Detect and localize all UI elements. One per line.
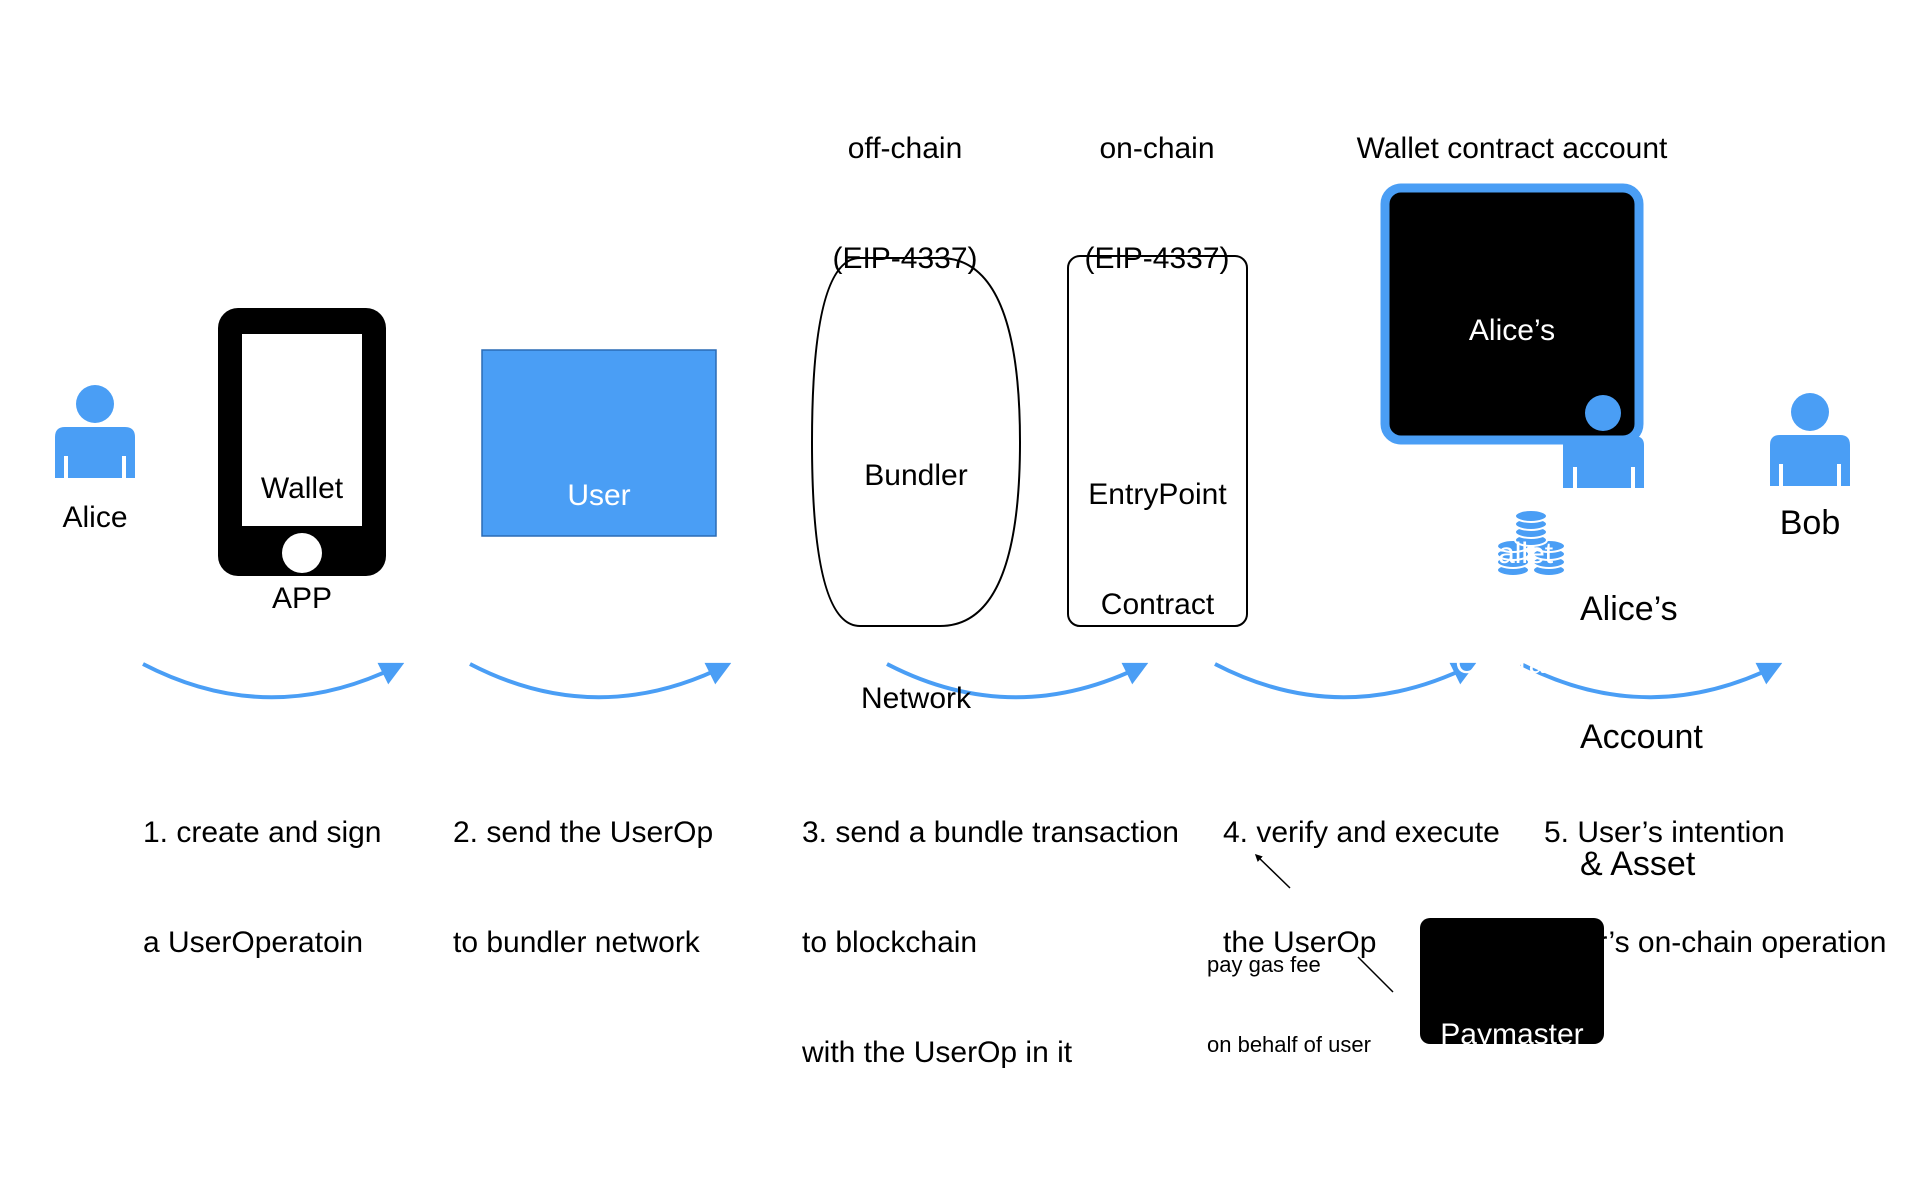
offchain-header: off-chain (EIP-4337) <box>790 58 1020 314</box>
entrypoint-label: EntryPoint Contract <box>1068 404 1247 660</box>
step-1-line2: a UserOperatoin <box>143 925 364 959</box>
paymaster-line1: Paymaster <box>1440 1018 1584 1052</box>
user-operation-line2: Operation <box>533 588 665 622</box>
paymaster-contract-box <box>1420 918 1604 1044</box>
wallet-contract-line3: Wallet <box>1470 537 1554 571</box>
wallet-account-header-line1: Wallet contract account <box>1356 132 1668 166</box>
step-4-line2: the UserOp <box>1223 925 1377 959</box>
step-3-line3: with the UserOp in it <box>802 1035 1073 1069</box>
step-5-label: 5. User’s intention User’s on-chain oper… <box>1544 742 1886 998</box>
bundler-network-shape <box>810 257 1022 627</box>
entrypoint-contract-box <box>1067 255 1248 627</box>
step-4-arrow-icon <box>1214 662 1477 700</box>
paymaster-contract-label: Paymaster Contract <box>1420 944 1604 1200</box>
bundler-line3: Network <box>860 682 972 716</box>
step-4-label: 4. verify and execute the UserOp <box>1223 742 1500 998</box>
bundler-line2 <box>812 568 1020 608</box>
wallet-account-header-line2: (EIP-4337) <box>1439 241 1585 275</box>
coins-icon <box>1496 509 1566 577</box>
user-operation-label: User Operation <box>482 405 716 661</box>
bob-label: Bob <box>1779 504 1841 542</box>
onchain-header-line1: on-chain <box>1099 132 1215 166</box>
onchain-header-line2: (EIP-4337) <box>1084 241 1230 275</box>
step-3-line2: to blockchain <box>802 925 978 959</box>
step-2-line1: 2. send the UserOp <box>453 816 714 850</box>
alice-person-icon <box>55 385 135 478</box>
user-operation-line1: User <box>567 479 631 513</box>
entrypoint-line2: Contract <box>1100 587 1215 621</box>
account-person-icon <box>1563 436 1644 488</box>
onchain-header: on-chain (EIP-4337) <box>1052 58 1262 314</box>
wallet-contract-line4: Contract <box>1455 646 1569 680</box>
wallet-contract-box <box>1380 183 1644 445</box>
wallet-account-header: Wallet contract account (EIP-4337) <box>1320 58 1704 314</box>
eip4337-flow-diagram: off-chain (EIP-4337) on-chain (EIP-4337)… <box>55 58 1887 1069</box>
step-5-line1: 5. User’s intention <box>1544 816 1785 850</box>
paymaster-pointer-line <box>1357 956 1394 993</box>
wallet-contract-line1: Alice’s <box>1468 314 1556 348</box>
phone-icon <box>218 308 386 576</box>
step-1-label: 1. create and sign a UserOperatoin <box>143 742 382 998</box>
wallet-contract-line2 <box>1385 423 1639 463</box>
step-3-arrow-icon <box>886 662 1149 700</box>
wallet-contract-label: Alice’s Wallet Contract <box>1385 240 1639 719</box>
step-4-line1: 4. verify and execute <box>1223 816 1500 850</box>
step-3-line1: 3. send a bundle transaction <box>802 816 1179 850</box>
paymaster-note: pay gas fee on behalf of user <box>1207 898 1371 1086</box>
step-2-arrow-icon <box>469 662 732 700</box>
paymaster-note-line1: pay gas fee <box>1207 951 1321 977</box>
offchain-header-line2: (EIP-4337) <box>832 241 978 275</box>
step-3-label: 3. send a bundle transaction to blockcha… <box>802 742 1179 1108</box>
paymaster-note-line2: on behalf of user <box>1207 1032 1371 1058</box>
step-5-line2: User’s on-chain operation <box>1544 925 1887 959</box>
wallet-app-line2: APP <box>271 581 333 615</box>
bundler-network-label: Bundler Network <box>812 385 1020 754</box>
step-1-line1: 1. create and sign <box>143 816 382 850</box>
wallet-app-line1: Wallet <box>260 472 344 506</box>
step-2-label: 2. send the UserOp to bundler network <box>453 742 713 998</box>
paymaster-line2: Contract <box>1455 1127 1569 1161</box>
offchain-header-line1: off-chain <box>847 132 963 166</box>
diagram-canvas <box>55 183 1850 1044</box>
account-asset-line1: Alice’s <box>1580 590 1678 628</box>
wallet-app-label: Wallet APP <box>242 398 362 654</box>
account-asset-line3: & Asset <box>1580 845 1696 883</box>
user-operation-box <box>481 349 717 537</box>
bob-person-icon <box>1770 393 1850 486</box>
step-2-line2: to bundler network <box>453 925 700 959</box>
bundler-line1: Bundler <box>864 459 968 493</box>
step-5-arrow-icon <box>1520 662 1783 700</box>
step-1-arrow-icon <box>142 662 405 700</box>
wallet-contract-dot-icon <box>1585 395 1621 431</box>
paymaster-pointer-arrow-icon <box>1254 853 1291 889</box>
alice-label: Alice <box>62 501 128 534</box>
account-asset-label: Alice’s Account & Asset <box>1580 503 1703 928</box>
entrypoint-line1: EntryPoint <box>1088 478 1227 512</box>
account-asset-line2: Account <box>1580 717 1703 756</box>
